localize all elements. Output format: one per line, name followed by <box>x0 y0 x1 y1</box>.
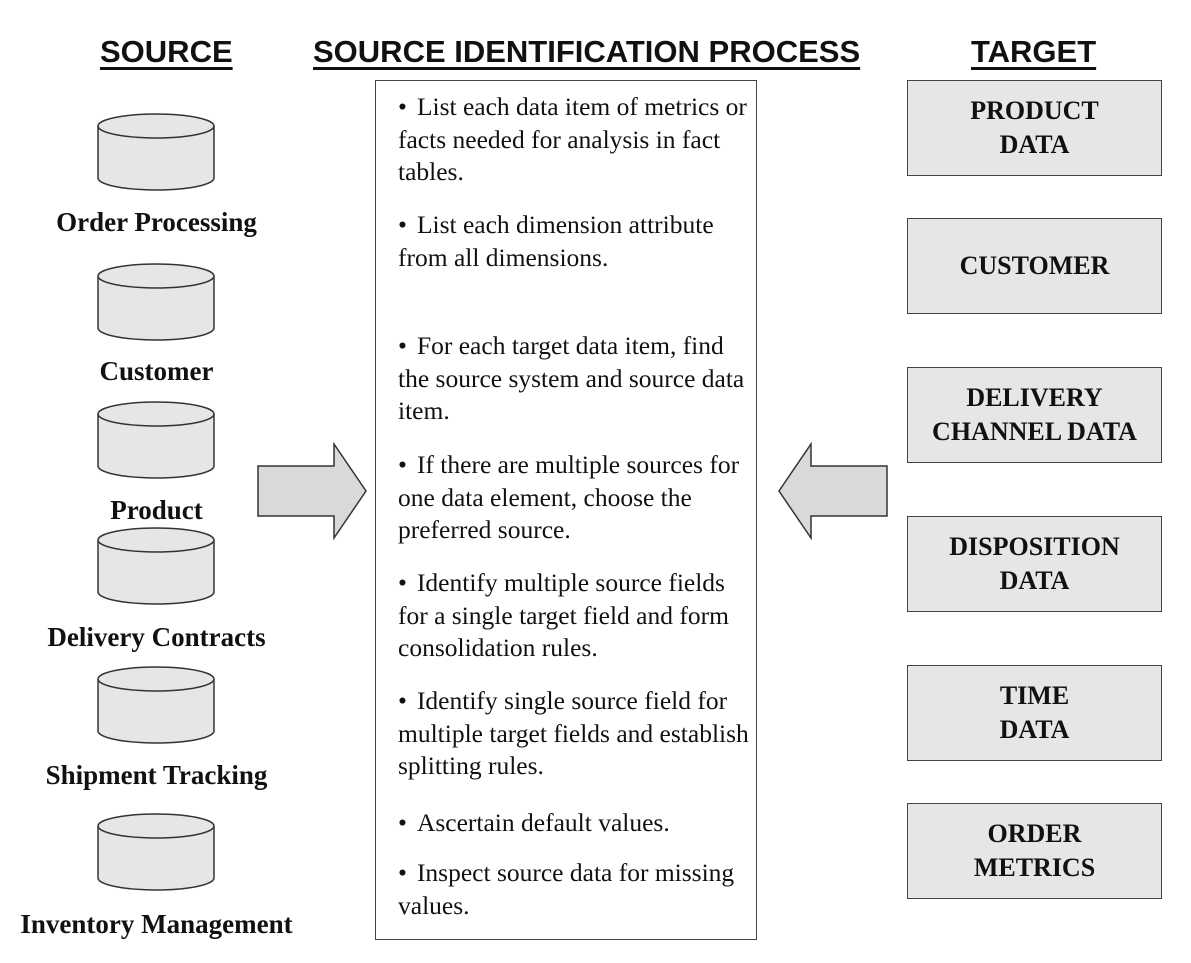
source-heading: SOURCE <box>100 34 233 69</box>
process-step: •List each dimension attribute from all … <box>398 209 750 274</box>
process-heading: SOURCE IDENTIFICATION PROCESS <box>313 34 861 69</box>
bullet-icon: • <box>398 568 407 597</box>
process-step: •Identify single source field for multip… <box>398 685 750 783</box>
database-icon <box>97 666 215 744</box>
process-box: •List each data item of metrics or facts… <box>375 80 757 940</box>
bullet-icon: • <box>398 210 407 239</box>
process-step-text: For each target data item, find the sour… <box>398 331 745 425</box>
process-step: •List each data item of metrics or facts… <box>398 91 750 189</box>
database-icon <box>97 263 215 341</box>
process-step-text: List each data item of metrics or facts … <box>398 92 747 186</box>
target-box-delivery-channel-data: DELIVERY CHANNEL DATA <box>907 367 1162 463</box>
bullet-icon: • <box>398 808 407 837</box>
database-icon <box>97 113 215 191</box>
target-box-time-data: TIME DATA <box>907 665 1162 761</box>
process-step-text: If there are multiple sources for one da… <box>398 450 740 544</box>
target-label: TIME DATA <box>999 681 1070 744</box>
right-arrow-icon <box>257 442 367 540</box>
source-label-order-processing: Order Processing <box>56 207 257 237</box>
target-box-product-data: PRODUCT DATA <box>907 80 1162 176</box>
process-step: • Ascertain default values. <box>398 807 750 840</box>
target-label: CUSTOMER <box>959 251 1110 280</box>
target-box-order-metrics: ORDER METRICS <box>907 803 1162 899</box>
process-step-text: Identify single source field for multipl… <box>398 686 749 780</box>
process-step: •Inspect source data for missing values. <box>398 857 750 922</box>
process-step-text: List each dimension attribute from all d… <box>398 210 714 272</box>
process-step: •Identify multiple source fields for a s… <box>398 567 750 665</box>
source-label-customer: Customer <box>99 356 214 386</box>
source-label-inventory-management: Inventory Management <box>20 909 293 939</box>
left-arrow-icon <box>778 442 888 540</box>
database-icon <box>97 401 215 479</box>
source-label-delivery-contracts: Delivery Contracts <box>47 622 266 652</box>
source-label-shipment-tracking: Shipment Tracking <box>45 760 268 790</box>
process-step-text: Ascertain default values. <box>416 808 670 837</box>
target-label: DISPOSITION DATA <box>949 532 1120 595</box>
bullet-icon: • <box>398 331 407 360</box>
database-icon <box>97 527 215 605</box>
target-label: DELIVERY CHANNEL DATA <box>932 383 1137 446</box>
database-icon <box>97 813 215 891</box>
source-label-product: Product <box>110 495 203 525</box>
bullet-icon: • <box>398 450 407 479</box>
process-step: •If there are multiple sources for one d… <box>398 449 750 547</box>
bullet-icon: • <box>398 92 407 121</box>
bullet-icon: • <box>398 858 407 887</box>
process-step: •For each target data item, find the sou… <box>398 330 750 428</box>
process-step-text: Identify multiple source fields for a si… <box>398 568 729 662</box>
bullet-icon: • <box>398 686 407 715</box>
target-heading: TARGET <box>971 34 1097 69</box>
target-label: ORDER METRICS <box>973 819 1096 882</box>
target-box-disposition-data: DISPOSITION DATA <box>907 516 1162 612</box>
process-step-text: Inspect source data for missing values. <box>398 858 735 920</box>
target-label: PRODUCT DATA <box>970 96 1099 159</box>
target-box-customer: CUSTOMER <box>907 218 1162 314</box>
